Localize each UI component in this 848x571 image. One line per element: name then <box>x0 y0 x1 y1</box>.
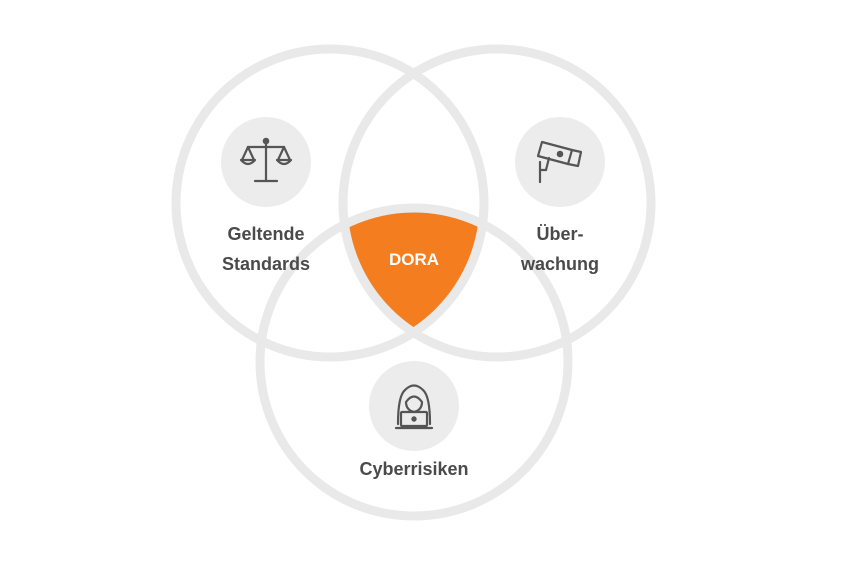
label-cyberrisiken: Cyberrisiken <box>359 459 469 479</box>
ring-bottom <box>255 203 573 521</box>
label-right-line2: wachung <box>520 254 599 274</box>
label-left-line2: Standards <box>221 254 311 274</box>
icon-circle-bottom <box>369 361 459 451</box>
security-camera-icon <box>536 140 583 184</box>
scales-icon <box>239 137 293 183</box>
label-left-line1: Geltende <box>227 224 305 244</box>
ring-left <box>171 44 489 362</box>
label-ueberwachung: Über- wachung <box>500 219 620 279</box>
label-right-line1: Über- <box>536 224 584 244</box>
label-dora: DORA <box>388 250 440 269</box>
label-geltende-standards: Geltende Standards <box>200 219 332 279</box>
ring-right <box>338 44 656 362</box>
hacker-laptop-icon <box>394 384 434 430</box>
